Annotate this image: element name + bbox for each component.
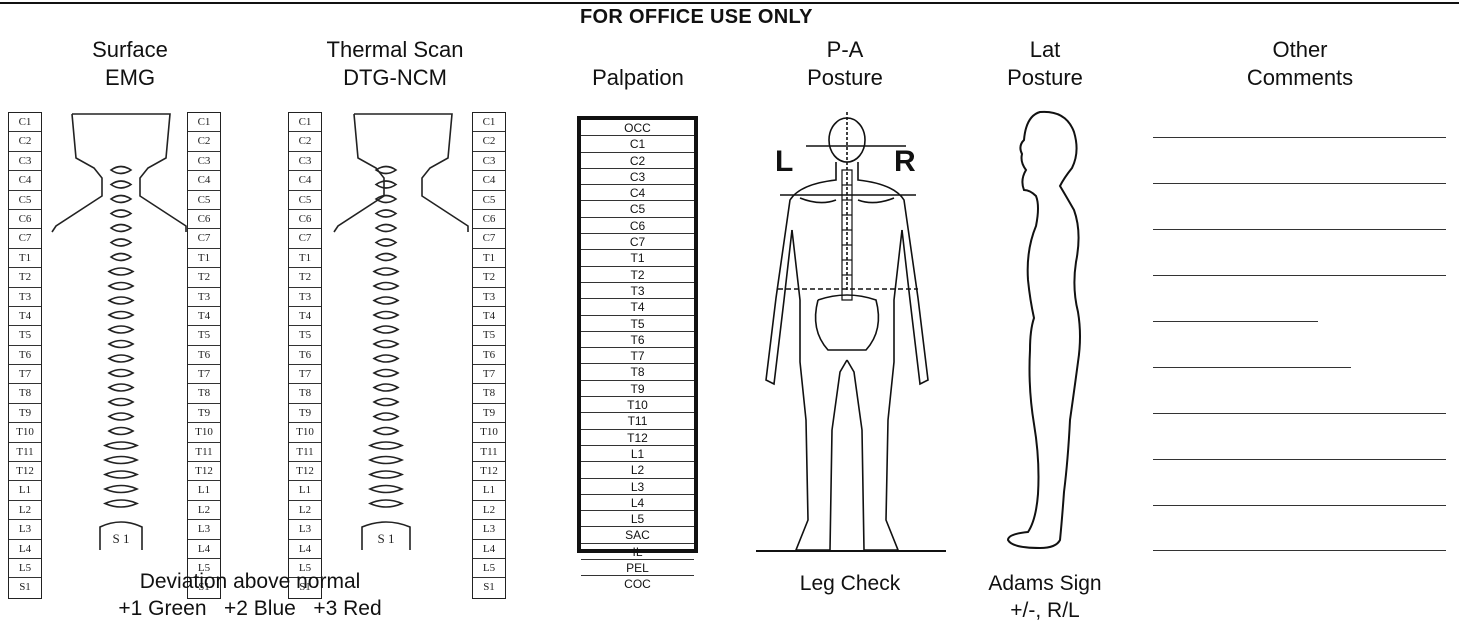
vertebra-shape — [109, 399, 133, 406]
vertebra-shape — [374, 297, 398, 304]
adams-sign-label: Adams Sign +/-, R/L — [970, 570, 1120, 624]
vertebra-shape — [105, 471, 137, 478]
vertebra-shape — [370, 471, 402, 478]
adams-sign-line1: Adams Sign — [970, 570, 1120, 597]
vertebra-shape — [111, 254, 131, 261]
vertebra-shape — [109, 297, 133, 304]
vertebra-shape — [109, 355, 133, 362]
vertebra-shape — [109, 283, 133, 290]
vertebra-shape — [376, 239, 396, 246]
vertebra-shape — [109, 370, 133, 377]
vertebra-shape — [109, 341, 133, 348]
vertebra-shape — [109, 312, 133, 319]
vertebra-shape — [105, 457, 137, 464]
vertebra-shape — [374, 413, 398, 420]
vertebra-shape — [109, 384, 133, 391]
leg-check-label: Leg Check — [775, 570, 925, 597]
lat-posture-figure — [1008, 112, 1080, 548]
vertebra-shape — [374, 370, 398, 377]
vertebra-shape — [374, 428, 398, 435]
vertebra-shape — [374, 341, 398, 348]
vertebra-shape — [370, 457, 402, 464]
vertebra-shape — [370, 486, 402, 493]
vertebra-shape — [374, 283, 398, 290]
vertebra-shape — [105, 442, 137, 449]
vertebra-shape — [111, 225, 131, 232]
vertebra-shape — [109, 268, 133, 275]
emg-spine-diagram: S 1 — [52, 114, 186, 550]
vertebra-shape — [374, 268, 398, 275]
deviation-line2: +1 Green +2 Blue +3 Red — [100, 595, 400, 622]
emg-spine-base-label: S 1 — [113, 531, 130, 546]
vertebra-shape — [111, 210, 131, 217]
adams-sign-line2: +/-, R/L — [970, 597, 1120, 624]
vertebra-shape — [111, 239, 131, 246]
left-side-label: L — [775, 145, 793, 178]
vertebra-shape — [111, 196, 131, 203]
vertebra-shape — [374, 312, 398, 319]
vertebra-shape — [105, 486, 137, 493]
vertebra-shape — [376, 225, 396, 232]
vertebra-shape — [376, 167, 396, 174]
vertebra-shape — [374, 384, 398, 391]
vertebra-shape — [111, 181, 131, 188]
vertebra-shape — [376, 210, 396, 217]
vertebra-shape — [109, 428, 133, 435]
vertebra-shape — [111, 167, 131, 174]
vertebra-shape — [376, 254, 396, 261]
vertebra-shape — [370, 500, 402, 507]
vertebra-shape — [374, 326, 398, 333]
vertebra-shape — [370, 442, 402, 449]
vertebra-shape — [109, 326, 133, 333]
vertebra-shape — [374, 399, 398, 406]
pa-posture-figure: L R — [756, 112, 946, 551]
deviation-legend: Deviation above normal +1 Green +2 Blue … — [100, 568, 400, 622]
vertebra-shape — [374, 355, 398, 362]
thermal-spine-base-label: S 1 — [378, 531, 395, 546]
vertebra-shape — [376, 181, 396, 188]
deviation-line1: Deviation above normal — [100, 568, 400, 595]
thermal-spine-diagram: S 1 — [334, 114, 468, 550]
vertebra-shape — [105, 500, 137, 507]
vertebra-shape — [109, 413, 133, 420]
right-side-label: R — [894, 145, 916, 178]
